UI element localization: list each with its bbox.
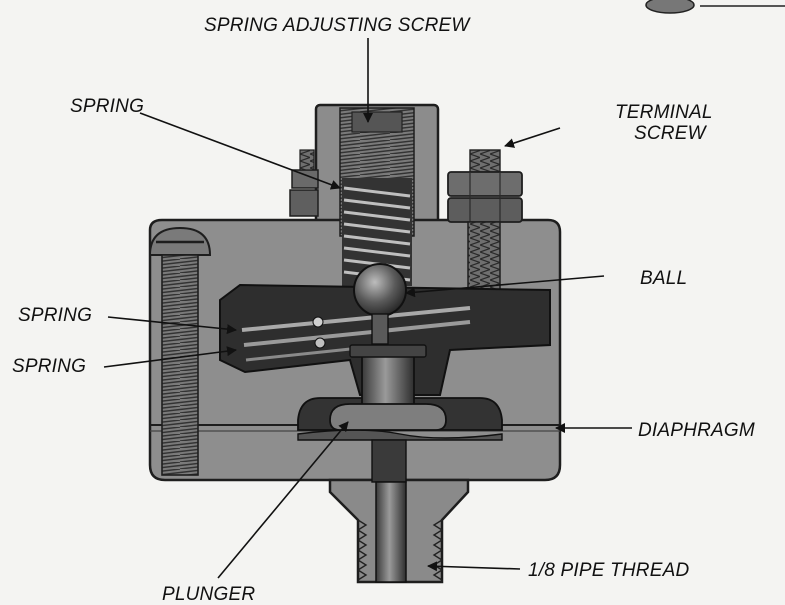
ball bbox=[353, 263, 407, 345]
plunger bbox=[329, 344, 447, 483]
leader-plunger bbox=[217, 421, 349, 579]
leader-pipe-thread bbox=[427, 561, 521, 572]
label-terminal-screw-line1: TERMINAL bbox=[615, 102, 713, 123]
left-hex-nut bbox=[289, 149, 319, 217]
leader-spring-upper bbox=[107, 316, 237, 335]
label-spring-left-lower: SPRING bbox=[12, 356, 86, 377]
leader-terminal-screw bbox=[504, 127, 561, 148]
corner-fragment bbox=[645, 0, 785, 14]
leader-ball bbox=[405, 275, 605, 298]
leader-lines bbox=[103, 38, 632, 579]
label-terminal-screw-line2: SCREW bbox=[634, 123, 708, 144]
label-spring-adjusting-screw: SPRING ADJUSTING SCREW bbox=[204, 15, 471, 36]
label-spring-top: SPRING bbox=[70, 96, 144, 117]
pipe-thread bbox=[356, 481, 444, 583]
leader-spring-top bbox=[139, 112, 341, 190]
left-mounting-screw bbox=[148, 226, 212, 476]
leader-spring-lower bbox=[103, 346, 237, 368]
label-plunger: PLUNGER bbox=[162, 584, 255, 605]
label-ball: BALL bbox=[640, 268, 687, 289]
label-spring-left-upper: SPRING bbox=[18, 305, 92, 326]
label-pipe-thread: 1/8 PIPE THREAD bbox=[528, 560, 689, 581]
label-diaphragm: DIAPHRAGM bbox=[638, 420, 755, 441]
labels: SPRING ADJUSTING SCREW SPRING TERMINAL S… bbox=[12, 15, 755, 605]
